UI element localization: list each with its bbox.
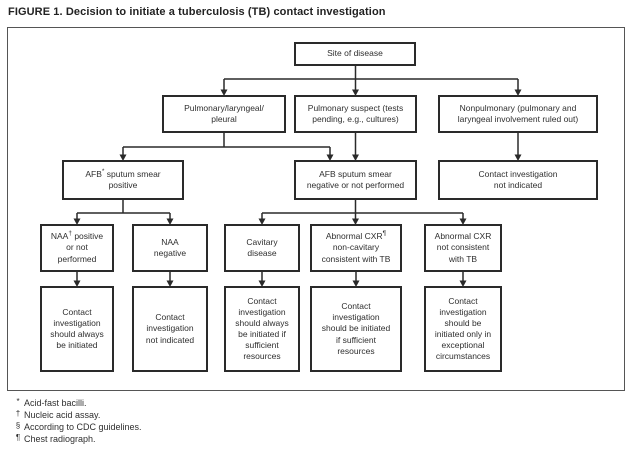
- footnote-text: Chest radiograph.: [24, 434, 96, 444]
- node-afb-smear-positive-label: AFB* sputum smear positive: [85, 168, 161, 190]
- node-nonpulmonary-label: Nonpulmonary (pulmonary and laryngeal in…: [457, 102, 579, 124]
- footnote-text: According to CDC guidelines.: [24, 422, 142, 432]
- node-naa-positive: NAA† positive or not performed: [40, 224, 114, 272]
- node-abnormal-cxr-noncavitary-label: Abnormal CXR¶ non-cavitary consistent wi…: [321, 230, 391, 264]
- node-pulmonary-laryngeal-pleural: Pulmonary/laryngeal/ pleural: [162, 95, 286, 133]
- node-cavitary-disease-label: Cavitary disease: [246, 236, 278, 258]
- outcome-not-indicated: Contact investigation not indicated: [132, 286, 208, 372]
- node-abnormal-cxr-not-consistent-label: Abnormal CXR not consistent with TB: [434, 231, 492, 264]
- footnote-symbol: †: [15, 409, 21, 418]
- node-site-of-disease-label: Site of disease: [327, 48, 383, 59]
- node-abnormal-cxr-noncavitary: Abnormal CXR¶ non-cavitary consistent wi…: [310, 224, 402, 272]
- node-naa-positive-label: NAA† positive or not performed: [50, 230, 104, 264]
- outcome-not-indicated-label: Contact investigation not indicated: [145, 312, 195, 345]
- footnote-acid-fast-bacilli: * Acid-fast bacilli.: [12, 397, 612, 409]
- node-afb-smear-negative: AFB sputum smear negative or not perform…: [294, 160, 417, 200]
- node-pulmonary-laryngeal-pleural-label: Pulmonary/laryngeal/ pleural: [184, 102, 264, 124]
- node-contact-investigation-not-indicated: Contact investigation not indicated: [438, 160, 598, 200]
- outcome-if-sufficient-resources: Contact investigation should be initiate…: [310, 286, 402, 372]
- footnote-text: Nucleic acid assay.: [24, 410, 101, 420]
- footnote-ref-pilcrow: ¶: [382, 230, 387, 238]
- node-afb-smear-negative-label: AFB sputum smear negative or not perform…: [306, 168, 405, 190]
- footnote-text: Acid-fast bacilli.: [24, 398, 87, 408]
- footnote-cdc-guidelines: §According to CDC guidelines.: [12, 421, 612, 433]
- outcome-exceptional-circumstances-label: Contact investigation should be initiate…: [434, 295, 492, 362]
- node-pulmonary-suspect-label: Pulmonary suspect (tests pending, e.g., …: [307, 102, 404, 124]
- footnote-symbol: *: [16, 397, 20, 406]
- node-nonpulmonary: Nonpulmonary (pulmonary and laryngeal in…: [438, 95, 598, 133]
- footnote-nucleic-acid-assay: †Nucleic acid assay.: [12, 409, 612, 421]
- outcome-always-if-sufficient-resources-label: Contact investigation should always be i…: [235, 295, 289, 362]
- node-pulmonary-suspect: Pulmonary suspect (tests pending, e.g., …: [294, 95, 417, 133]
- arrowheads: [73, 89, 522, 287]
- node-afb-smear-positive: AFB* sputum smear positive: [62, 160, 184, 200]
- outcome-always-initiated: Contact investigation should always be i…: [40, 286, 114, 372]
- footnote-symbol: ¶: [15, 433, 21, 442]
- node-naa-negative-label: NAA negative: [153, 236, 187, 258]
- figure-title: FIGURE 1. Decision to initiate a tubercu…: [8, 6, 386, 18]
- outcome-always-if-sufficient-resources: Contact investigation should always be i…: [224, 286, 300, 372]
- node-contact-investigation-not-indicated-label: Contact investigation not indicated: [478, 168, 558, 190]
- outcome-always-initiated-label: Contact investigation should always be i…: [50, 306, 104, 351]
- footnote-ref-dagger: †: [68, 230, 72, 238]
- footnote-symbol: §: [15, 421, 21, 430]
- footnote-ref-asterisk: *: [101, 168, 105, 176]
- node-naa-negative: NAA negative: [132, 224, 208, 272]
- node-cavitary-disease: Cavitary disease: [224, 224, 300, 272]
- outcome-if-sufficient-resources-label: Contact investigation should be initiate…: [321, 301, 391, 356]
- footnote-chest-radiograph: ¶Chest radiograph.: [12, 433, 612, 445]
- outcome-exceptional-circumstances: Contact investigation should be initiate…: [424, 286, 502, 372]
- node-site-of-disease: Site of disease: [294, 42, 416, 66]
- node-abnormal-cxr-not-consistent: Abnormal CXR not consistent with TB: [424, 224, 502, 272]
- footnotes: * Acid-fast bacilli. †Nucleic acid assay.…: [12, 397, 612, 445]
